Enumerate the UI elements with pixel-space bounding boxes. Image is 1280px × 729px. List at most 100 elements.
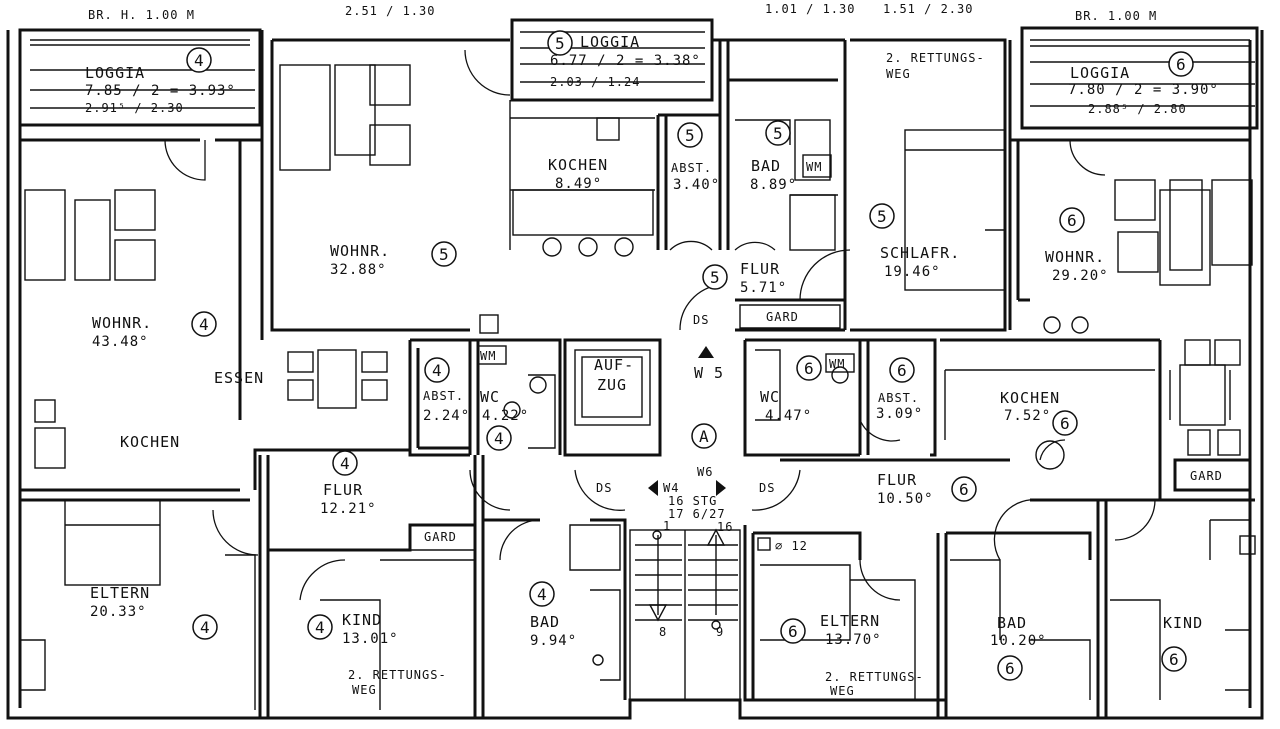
staircase [629, 529, 741, 701]
wm-label-wc6: WM [829, 357, 845, 371]
room-area-flur5: 5.71° [740, 280, 787, 296]
furniture [24, 64, 1256, 666]
stair-step-8: 8 [659, 625, 667, 639]
room-area-bad5: 8.89° [750, 177, 797, 193]
rettung-eltern6-line2: WEG [830, 684, 855, 698]
unit-num-loggia6: 6 [1176, 55, 1187, 74]
room-name-wohnr5: WOHNR. [330, 242, 390, 260]
unit-num-flur5: 5 [710, 268, 721, 287]
unit-num-bad6: 6 [1005, 659, 1016, 678]
room-area-flur6: 10.50° [877, 491, 934, 507]
room-area-wohnr6: 29.20° [1052, 268, 1109, 284]
gard-label-6: GARD [1190, 469, 1223, 483]
circle-a-label: A [699, 427, 710, 446]
unit-markers: 4 5 6 4 5 6 5 5 5 5 4 4 6 6 6 4 6 A 4 4 … [186, 30, 1194, 681]
room-name-eltern6: ELTERN [820, 612, 880, 630]
unit-num-loggia4: 4 [194, 51, 205, 70]
room-name-kind6: KIND [1163, 614, 1203, 632]
aufzug-line2: ZUG [597, 376, 627, 394]
room-name-kochen5: KOCHEN [548, 156, 608, 174]
room-area-eltern4: 20.33° [90, 604, 147, 620]
room-name-flur6: FLUR [877, 471, 917, 489]
w4-label: W4 [663, 481, 679, 495]
essen-label: ESSEN [214, 369, 264, 387]
room-area-wohnr5: 32.88° [330, 262, 387, 278]
unit-num-kind4: 4 [315, 618, 326, 637]
unit-num-flur6: 6 [959, 480, 970, 499]
room-name-loggia4: LOGGIA [85, 64, 145, 82]
room-name-flur5: FLUR [740, 260, 780, 278]
room-name-schlafr5: SCHLAFR. [880, 244, 960, 262]
room-area-loggia6: 7.80 / 2 = 3.90° [1068, 82, 1219, 98]
room-area-wc6: 4.47° [765, 408, 812, 424]
aufzug-line1: AUF- [594, 356, 634, 374]
unit-num-abst4: 4 [432, 361, 443, 380]
room-name-bad4: BAD [530, 613, 560, 631]
kochen4-label: KOCHEN [120, 433, 180, 451]
gard-label-5: GARD [766, 310, 799, 324]
wm-label-wc4: WM [480, 349, 496, 363]
ds-label-right: DS [759, 481, 775, 495]
stairs-info-line1: 16 STG [668, 494, 717, 508]
stair-step-16: 16 [717, 520, 733, 534]
unit-num-abst5: 5 [685, 126, 696, 145]
stair-step-9: 9 [716, 625, 724, 639]
room-dim-loggia6: 2.88⁵ / 2.80 [1088, 102, 1187, 116]
phi12-label: ⌀ 12 [775, 539, 808, 553]
w6-label: W6 [697, 465, 713, 479]
unit-num-wohnr5: 5 [439, 245, 450, 264]
room-area-flur4: 12.21° [320, 501, 377, 517]
room-area-wc4: 4.22° [482, 408, 529, 424]
room-area-eltern6: 13.70° [825, 632, 882, 648]
room-area-loggia5: 6.77 / 2 = 3.38° [550, 53, 701, 69]
room-area-kochen5: 8.49° [555, 176, 602, 192]
room-name-abst6: ABST. [878, 391, 919, 405]
unit-num-abst6: 6 [897, 361, 908, 380]
unit-num-kind6: 6 [1169, 650, 1180, 669]
unit-num-flur4: 4 [340, 454, 351, 473]
dim-top-mid-right-a: 1.01 / 1.30 [765, 2, 855, 16]
room-area-abst4: 2.24° [423, 408, 470, 424]
room-name-wc6: WC [760, 388, 780, 406]
dim-top-left: BR. H. 1.00 M [88, 8, 195, 22]
room-name-wohnr4: WOHNR. [92, 314, 152, 332]
room-name-wc4: WC [480, 388, 500, 406]
unit-num-wc6: 6 [804, 359, 815, 378]
dim-top-mid-left: 2.51 / 1.30 [345, 4, 435, 18]
room-name-kochen6: KOCHEN [1000, 389, 1060, 407]
room-area-kochen6: 7.52° [1004, 408, 1051, 424]
room-name-loggia6: LOGGIA [1070, 64, 1130, 82]
stair-step-1: 1 [663, 519, 671, 533]
unit-num-schlafr5: 5 [877, 207, 888, 226]
wm-label-bad5: WM [806, 160, 822, 174]
gard-label-4: GARD [424, 530, 457, 544]
stairs-info-line2: 17 6/27 [668, 507, 726, 521]
rettung-top-line2: WEG [886, 67, 911, 81]
room-area-abst5: 3.40° [673, 177, 720, 193]
dim-top-mid-right-b: 1.51 / 2.30 [883, 2, 973, 16]
rettung-top-line1: 2. RETTUNGS- [886, 51, 985, 65]
dim-top-right: BR. 1.00 M [1075, 9, 1157, 23]
unit-num-eltern4: 4 [200, 618, 211, 637]
room-name-bad5: BAD [751, 157, 781, 175]
room-dim-loggia4: 2.91⁵ / 2.30 [85, 101, 184, 115]
w5-label: W 5 [694, 364, 724, 382]
room-name-loggia5: LOGGIA [580, 33, 640, 51]
room-area-bad4: 9.94° [530, 633, 577, 649]
unit-num-bad4: 4 [537, 585, 548, 604]
room-name-kind4: KIND [342, 611, 382, 629]
unit-num-loggia5: 5 [555, 34, 566, 53]
room-area-kind4: 13.01° [342, 631, 399, 647]
room-name-flur4: FLUR [323, 481, 363, 499]
room-area-bad6: 10.20° [990, 633, 1047, 649]
walls [6, 18, 1264, 720]
room-dim-loggia5: 2.03 / 1.24 [550, 75, 640, 89]
ds-label-left: DS [596, 481, 612, 495]
room-area-schlafr5: 19.46° [884, 264, 941, 280]
unit-num-wc4: 4 [494, 429, 505, 448]
room-name-wohnr6: WOHNR. [1045, 248, 1105, 266]
unit-num-kochen6: 6 [1060, 414, 1071, 433]
ds-label-upper: DS [693, 313, 709, 327]
room-name-abst5: ABST. [671, 161, 712, 175]
